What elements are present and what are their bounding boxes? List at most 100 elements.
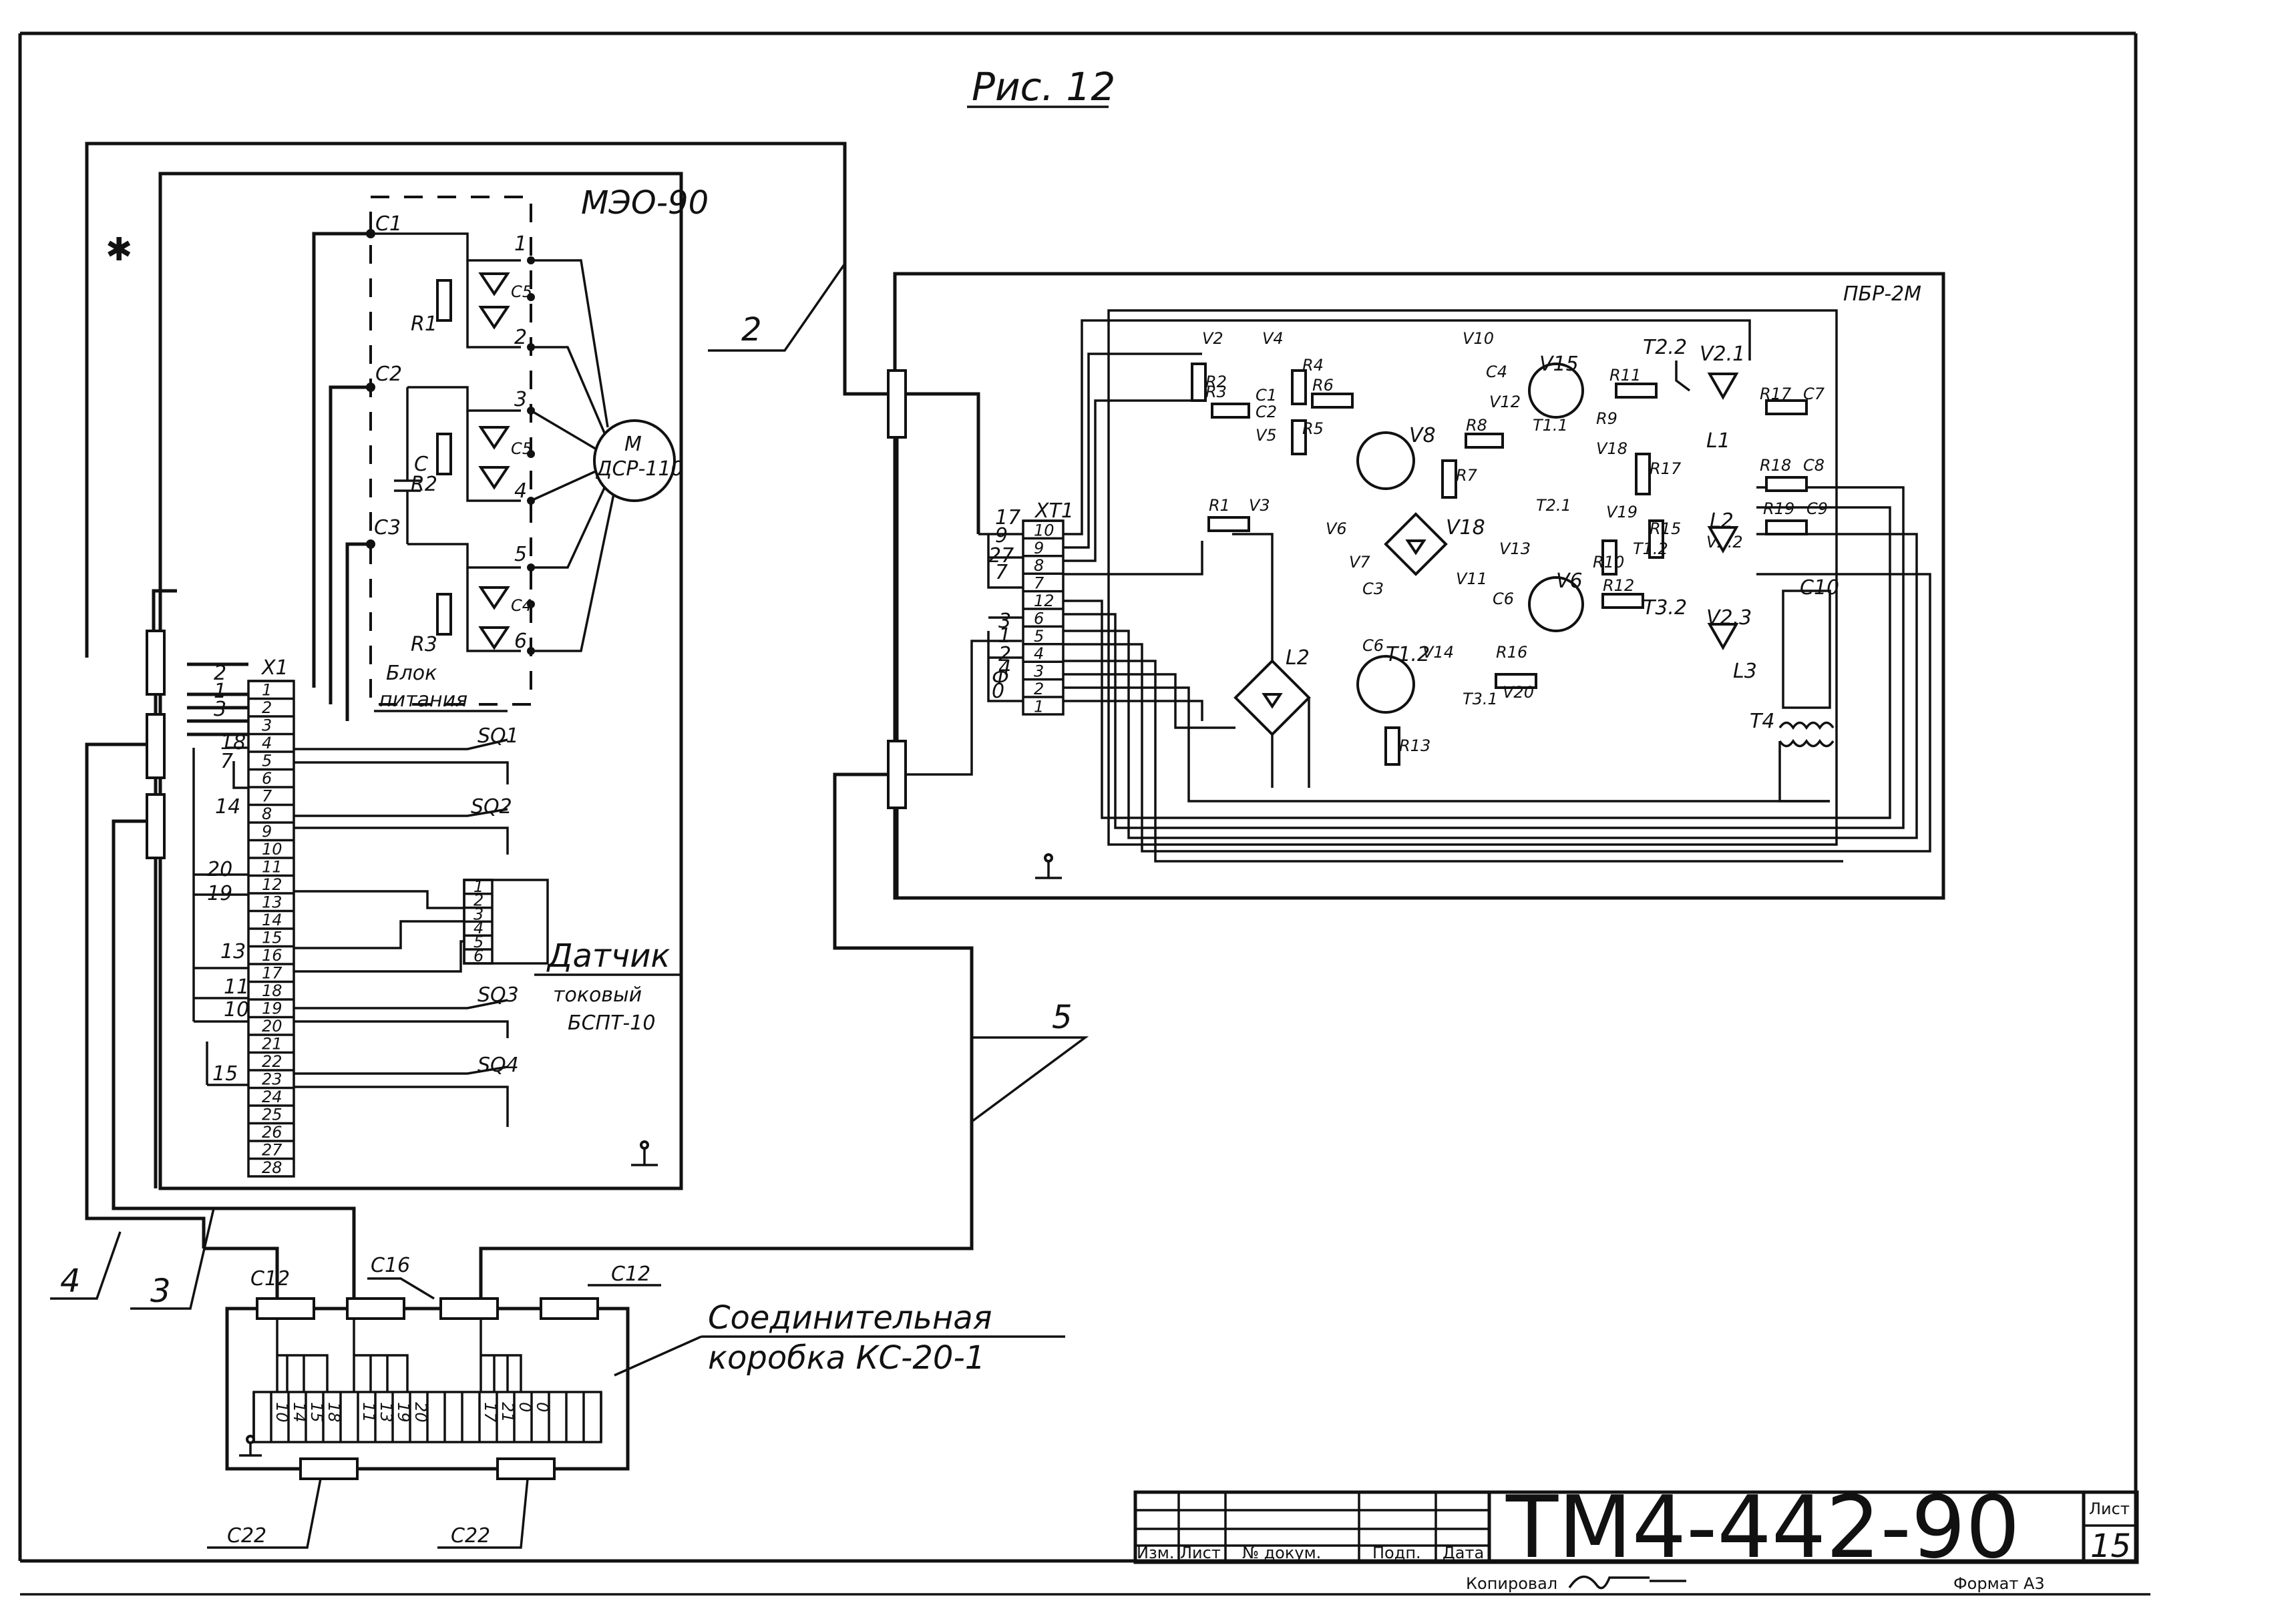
sensor-terminal-number: 1 [473, 877, 484, 896]
gland-c22-left: С22 [227, 1524, 266, 1548]
svg-text:V11: V11 [1456, 569, 1487, 588]
jbox-terminal-number: 10 [272, 1402, 291, 1423]
svg-text:L3: L3 [1733, 660, 1757, 683]
jbox-label-1: Соединительная [708, 1299, 992, 1337]
svg-text:3: 3 [998, 610, 1011, 633]
svg-text:L1: L1 [1706, 429, 1730, 453]
svg-text:V12: V12 [1489, 393, 1521, 411]
xt1-terminal-number: 8 [1034, 556, 1044, 575]
sensor-terminal-number: 2 [473, 891, 484, 910]
switch-sq2: SQ2 [294, 795, 512, 855]
svg-text:R8: R8 [1466, 416, 1487, 435]
svg-text:C10: C10 [1800, 576, 1839, 600]
jbox-terminal-number: 18 [325, 1402, 343, 1423]
jbox-terminal-number: 19 [394, 1402, 413, 1423]
x1-terminal-number: 14 [262, 911, 282, 929]
title-block: Изм. Лист № докум. Подп. Дата ТМ4-442-90… [1133, 1478, 2139, 1593]
svg-text:15: 15 [212, 1062, 238, 1086]
svg-text:4: 4 [998, 656, 1011, 680]
xt1-terminal-number: 10 [1034, 521, 1055, 539]
svg-text:C9: C9 [1806, 499, 1828, 518]
jbox-terminal-number: 17 [481, 1402, 500, 1423]
gland-c16: С16 [371, 1254, 410, 1277]
svg-text:T3.1: T3.1 [1463, 690, 1498, 708]
svg-text:T1.1: T1.1 [1533, 416, 1568, 435]
svg-text:L2: L2 [1286, 646, 1310, 670]
svg-text:V10: V10 [1463, 329, 1494, 348]
svg-text:9: 9 [995, 524, 1008, 547]
svg-text:БСПТ-10: БСПТ-10 [568, 1011, 655, 1035]
svg-text:Лист: Лист [2089, 1500, 2130, 1518]
svg-text:R13: R13 [1399, 736, 1430, 755]
xt1-terminal-number: 2 [1034, 680, 1044, 698]
junction-box-kc-20-1: С12 С16 С12 С22 С22 Соединительная короб… [204, 1246, 1065, 1549]
svg-text:ДСР-110: ДСР-110 [595, 457, 684, 481]
x1-terminal-number: 23 [262, 1070, 282, 1089]
svg-text:19: 19 [207, 882, 232, 905]
xt1-terminal-number: 1 [1034, 697, 1044, 716]
bridge-v9: V18 [1384, 512, 1485, 576]
svg-text:Формат А3: Формат А3 [1953, 1574, 2045, 1593]
pbr-title: ПБР-2М [1843, 282, 1921, 306]
svg-text:7: 7 [995, 561, 1008, 584]
x1-terminal-number: 24 [262, 1088, 282, 1106]
svg-text:V13: V13 [1499, 539, 1531, 558]
svg-text:R17: R17 [1650, 459, 1682, 478]
svg-text:R1: R1 [411, 312, 437, 336]
x1-terminal-number: 7 [262, 787, 272, 806]
cable-4-label: 4 [60, 1262, 81, 1300]
svg-text:C6: C6 [1362, 636, 1384, 655]
svg-text:SQ3: SQ3 [477, 983, 519, 1007]
sheet-number: 15 [2090, 1528, 2131, 1565]
svg-text:токовый: токовый [553, 983, 642, 1007]
jbox-terminal-number: 11 [359, 1402, 378, 1423]
power-block-label-2: питания [379, 688, 467, 712]
svg-text:Ф: Ф [992, 666, 1009, 690]
svg-text:SQ1: SQ1 [477, 724, 519, 748]
svg-text:1: 1 [214, 680, 226, 703]
x1-terminal-number: 26 [262, 1123, 282, 1142]
svg-text:R3: R3 [1205, 383, 1227, 401]
x1-terminals: 1234567891011121314151617181920212223242… [248, 680, 294, 1177]
jbox-terminal-number: 21 [498, 1402, 517, 1423]
x1-wiring: 2 1 3 18 7 14 20 19 13 11 10 15 [85, 142, 895, 1282]
cap-c1-label: С1 [375, 212, 402, 236]
cap-c3-label: С3 [374, 516, 401, 539]
svg-text:17: 17 [995, 506, 1020, 529]
svg-text:V3: V3 [1249, 496, 1270, 515]
cap-c-label: С [414, 453, 428, 476]
svg-text:R6: R6 [1312, 376, 1334, 395]
svg-text:V14: V14 [1422, 643, 1454, 662]
sensor-terminal-number: 3 [473, 905, 484, 923]
gland-c22-right: С22 [451, 1524, 490, 1548]
svg-text:T1.2: T1.2 [1386, 643, 1430, 666]
svg-text:R10: R10 [1593, 553, 1624, 571]
x1-terminal-number: 10 [262, 840, 282, 859]
switch-sq4: SQ4 [294, 1054, 519, 1127]
transistor-v8: V8 [1356, 424, 1436, 490]
xt1-terminal-number: 7 [1034, 574, 1044, 593]
x1-terminal-number: 1 [262, 681, 272, 700]
x1-terminal-number: 22 [262, 1052, 282, 1071]
svg-text:3: 3 [514, 388, 527, 411]
svg-text:R3: R3 [411, 633, 437, 656]
svg-text:R16: R16 [1496, 643, 1527, 662]
svg-text:V5: V5 [1256, 426, 1277, 445]
sensor-terminal-number: 5 [473, 933, 484, 951]
svg-text:R11: R11 [1609, 366, 1641, 385]
svg-text:R4: R4 [1302, 356, 1324, 375]
xt1-terminal-number: 5 [1034, 627, 1044, 646]
x1-terminal-number: 13 [262, 893, 282, 912]
svg-text:R15: R15 [1650, 519, 1681, 538]
x1-terminal-number: 2 [262, 698, 272, 717]
svg-text:6: 6 [514, 630, 527, 653]
x1-terminal-number: 15 [262, 929, 282, 947]
svg-text:V7: V7 [1349, 553, 1370, 571]
svg-text:М: М [624, 433, 642, 456]
transistor-v15: V15 [1528, 353, 1584, 419]
svg-text:V2.1: V2.1 [1700, 342, 1745, 366]
sheet-frame [18, 31, 2150, 1596]
switch-sq1: SQ1 [294, 724, 519, 784]
